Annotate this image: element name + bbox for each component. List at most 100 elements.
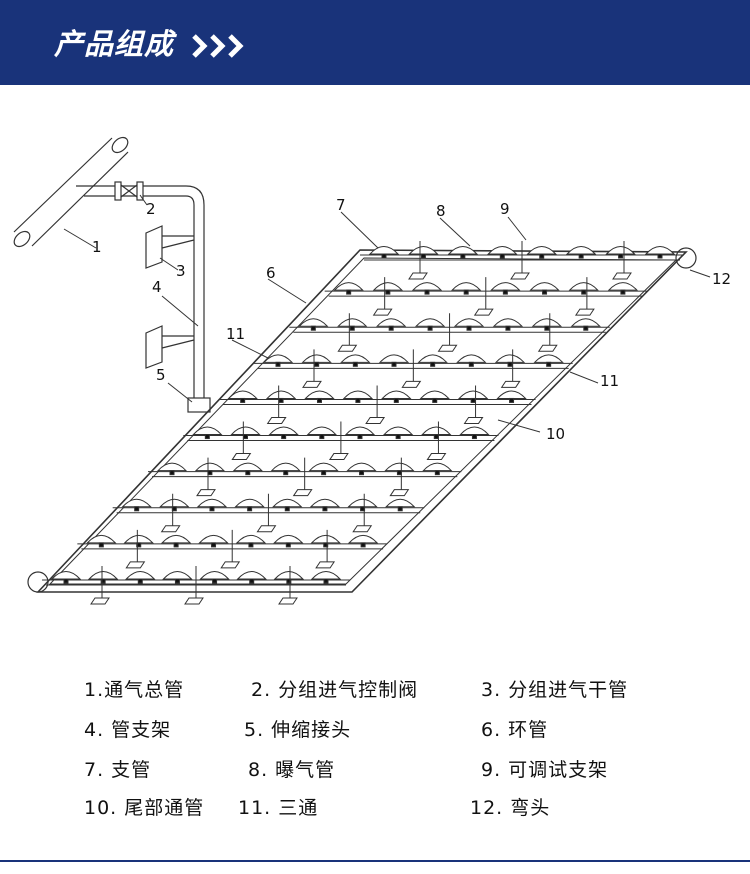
- diffuser-dome: [86, 534, 117, 544]
- diffuser-connector: [397, 506, 403, 512]
- diffuser-dome: [301, 354, 332, 363]
- diffuser-dome: [447, 246, 479, 255]
- diffuser-connector: [546, 361, 552, 367]
- diffuser-dome: [457, 390, 489, 399]
- diffuser-connector: [468, 361, 474, 367]
- callout-number: 4: [152, 278, 162, 296]
- diffuser-connector: [310, 325, 316, 331]
- diffuser-connector: [136, 542, 142, 548]
- diffuser-connector: [393, 397, 399, 403]
- diffuser-connector: [433, 434, 439, 440]
- adjustable-support: [220, 529, 241, 569]
- riser-pipe: [185, 185, 205, 400]
- diffuser-dome: [346, 462, 377, 472]
- diffuser-dome: [262, 354, 294, 363]
- adjustable-support: [426, 421, 447, 461]
- legend-item: 9. 可调试支架: [481, 759, 609, 781]
- adjustable-support: [328, 421, 349, 461]
- adjustable-support: [510, 241, 530, 280]
- adjustable-support: [389, 457, 410, 497]
- diffuser-dome: [194, 462, 226, 472]
- header-bar: 产品组成: [0, 0, 750, 85]
- diffuser-dome: [422, 462, 453, 472]
- diffuser-dome: [605, 246, 636, 255]
- diffuser-connector: [434, 470, 440, 476]
- diffuser-dome: [309, 498, 341, 508]
- diffuser-dome: [308, 462, 339, 472]
- diffuser-connector: [360, 542, 366, 548]
- diffuser-dome: [310, 534, 341, 544]
- pipe-support: [145, 325, 163, 369]
- main-header-pipe-end: [13, 230, 31, 248]
- adjustable-support: [90, 566, 110, 605]
- diffuser-connector: [212, 578, 218, 584]
- diffuser-connector: [359, 470, 365, 476]
- diffuser-connector: [242, 434, 248, 440]
- diffuser-connector: [209, 506, 215, 512]
- adjustable-support: [337, 313, 358, 352]
- diffuser-connector: [471, 434, 477, 440]
- diffuser-connector: [100, 578, 106, 584]
- diffuser-dome: [531, 318, 563, 327]
- diffuser-dome: [121, 498, 152, 508]
- diffuser-dome: [385, 498, 416, 508]
- legend-item: 7. 支管: [84, 759, 152, 781]
- diffuser-connector: [134, 506, 140, 512]
- callout-number: 11: [226, 325, 245, 343]
- diffuser-connector: [98, 542, 104, 548]
- diffuser-connector: [284, 506, 290, 512]
- diffuser-connector: [463, 289, 469, 295]
- diffuser-connector: [391, 361, 397, 367]
- adjustable-support: [266, 385, 287, 424]
- callout-number: 7: [336, 196, 346, 214]
- diffuser-connector: [323, 578, 329, 584]
- legend-item: 10. 尾部通管: [84, 797, 205, 819]
- diffuser-connector: [355, 397, 361, 403]
- diffuser-dome: [333, 282, 364, 291]
- triple-chevron-right-icon: [192, 34, 244, 58]
- main-header-pipe: [13, 137, 129, 247]
- ring-pipe: [36, 249, 688, 593]
- diffuser-connector: [505, 325, 511, 331]
- diffuser-dome: [492, 318, 524, 327]
- diffuser-dome: [273, 534, 304, 544]
- diffuser-connector: [385, 289, 391, 295]
- diffuser-dome: [306, 426, 337, 436]
- diffuser-connector: [211, 542, 217, 548]
- diffuser-connector: [204, 434, 210, 440]
- expansion-joint: [187, 397, 211, 413]
- diffuser-dome: [487, 246, 518, 255]
- diffuser-dome: [50, 571, 82, 580]
- adjustable-support: [500, 349, 521, 388]
- diffuser-dome: [417, 354, 448, 363]
- diffuser-connector: [381, 253, 387, 259]
- diffuser-connector: [466, 325, 472, 331]
- adjustable-support: [365, 385, 386, 424]
- diffuser-connector: [321, 470, 327, 476]
- adjustable-support: [437, 313, 458, 352]
- legend-item: 4. 管支架: [84, 719, 172, 741]
- diffuser-dome: [368, 246, 400, 255]
- callout-number: 6: [266, 264, 276, 282]
- diffuser-connector: [169, 470, 175, 476]
- diffuser-connector: [275, 361, 281, 367]
- diffuser-dome: [268, 426, 299, 436]
- diffuser-connector: [173, 542, 179, 548]
- diffuser-connector: [578, 253, 584, 259]
- legend-item: 5. 伸缩接头: [244, 719, 352, 741]
- diffuser-dome: [529, 282, 560, 291]
- diffuser-dome: [565, 246, 597, 255]
- adjustable-support: [401, 349, 422, 388]
- diffuser-dome: [196, 498, 228, 508]
- diffuser-dome: [236, 571, 267, 580]
- adjustable-support: [473, 277, 494, 316]
- diffuser-connector: [509, 397, 515, 403]
- diffuser-dome: [342, 390, 374, 399]
- adjustable-support: [184, 566, 204, 605]
- adjustable-support: [125, 529, 146, 569]
- page-title: 产品组成: [54, 27, 175, 61]
- diffuser-connector: [285, 542, 291, 548]
- diffuser-connector: [346, 289, 352, 295]
- footer-rule: [0, 860, 750, 862]
